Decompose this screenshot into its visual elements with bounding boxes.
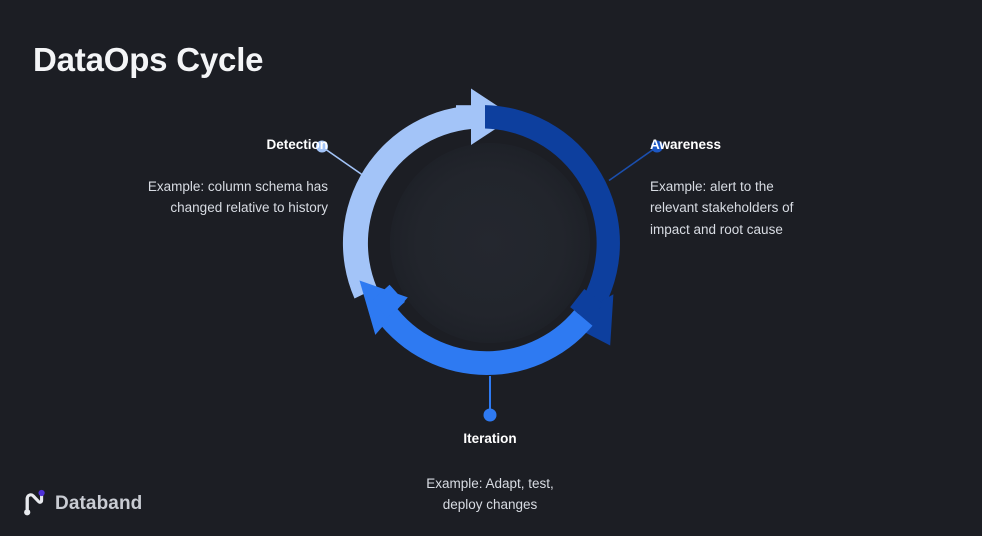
stage-detection-description: Example: column schema has changed relat… [100, 176, 328, 220]
connector-dot-iteration [483, 408, 497, 422]
connector-line-detection [322, 146, 371, 182]
stage-detection: Detection Example: column schema has cha… [100, 136, 328, 219]
diagram-inner-disc [390, 143, 590, 343]
page-title: DataOps Cycle [33, 41, 264, 78]
stage-awareness-label: Awareness [650, 137, 722, 152]
stage-iteration-description-line-2: deploy changes [442, 497, 538, 513]
databand-logo-icon [24, 489, 45, 516]
connector-dot-detection [316, 140, 328, 153]
stage-awareness: Awareness Example: alert to the relevant… [650, 136, 850, 241]
stage-awareness-description-line-1: Example: alert to the [650, 178, 774, 194]
stage-detection-description-line-1: Example: column schema has [147, 178, 328, 194]
arc-awareness [485, 105, 620, 346]
stage-iteration-label: Iteration [463, 431, 517, 446]
stage-awareness-description-line-3: impact and root cause [650, 222, 783, 238]
stage-awareness-description: Example: alert to the relevant stakehold… [650, 176, 850, 242]
connector-dot-awareness [651, 140, 663, 153]
stage-iteration-description-line-1: Example: Adapt, test, [426, 475, 554, 491]
stage-awareness-description-line-2: relevant stakeholders of [650, 200, 794, 216]
dataops-cycle-diagram [316, 80, 663, 422]
arc-iteration [359, 280, 593, 376]
stage-iteration-description: Example: Adapt, test, deploy changes [370, 473, 610, 517]
databand-logo: Databand [22, 489, 142, 517]
databand-logo-text: Databand [55, 492, 143, 514]
stage-iteration: Iteration Example: Adapt, test, deploy c… [370, 430, 610, 516]
stage-detection-label: Detection [266, 137, 328, 152]
stage-detection-description-line-2: changed relative to history [170, 200, 328, 216]
connector-line-awareness [608, 146, 657, 182]
